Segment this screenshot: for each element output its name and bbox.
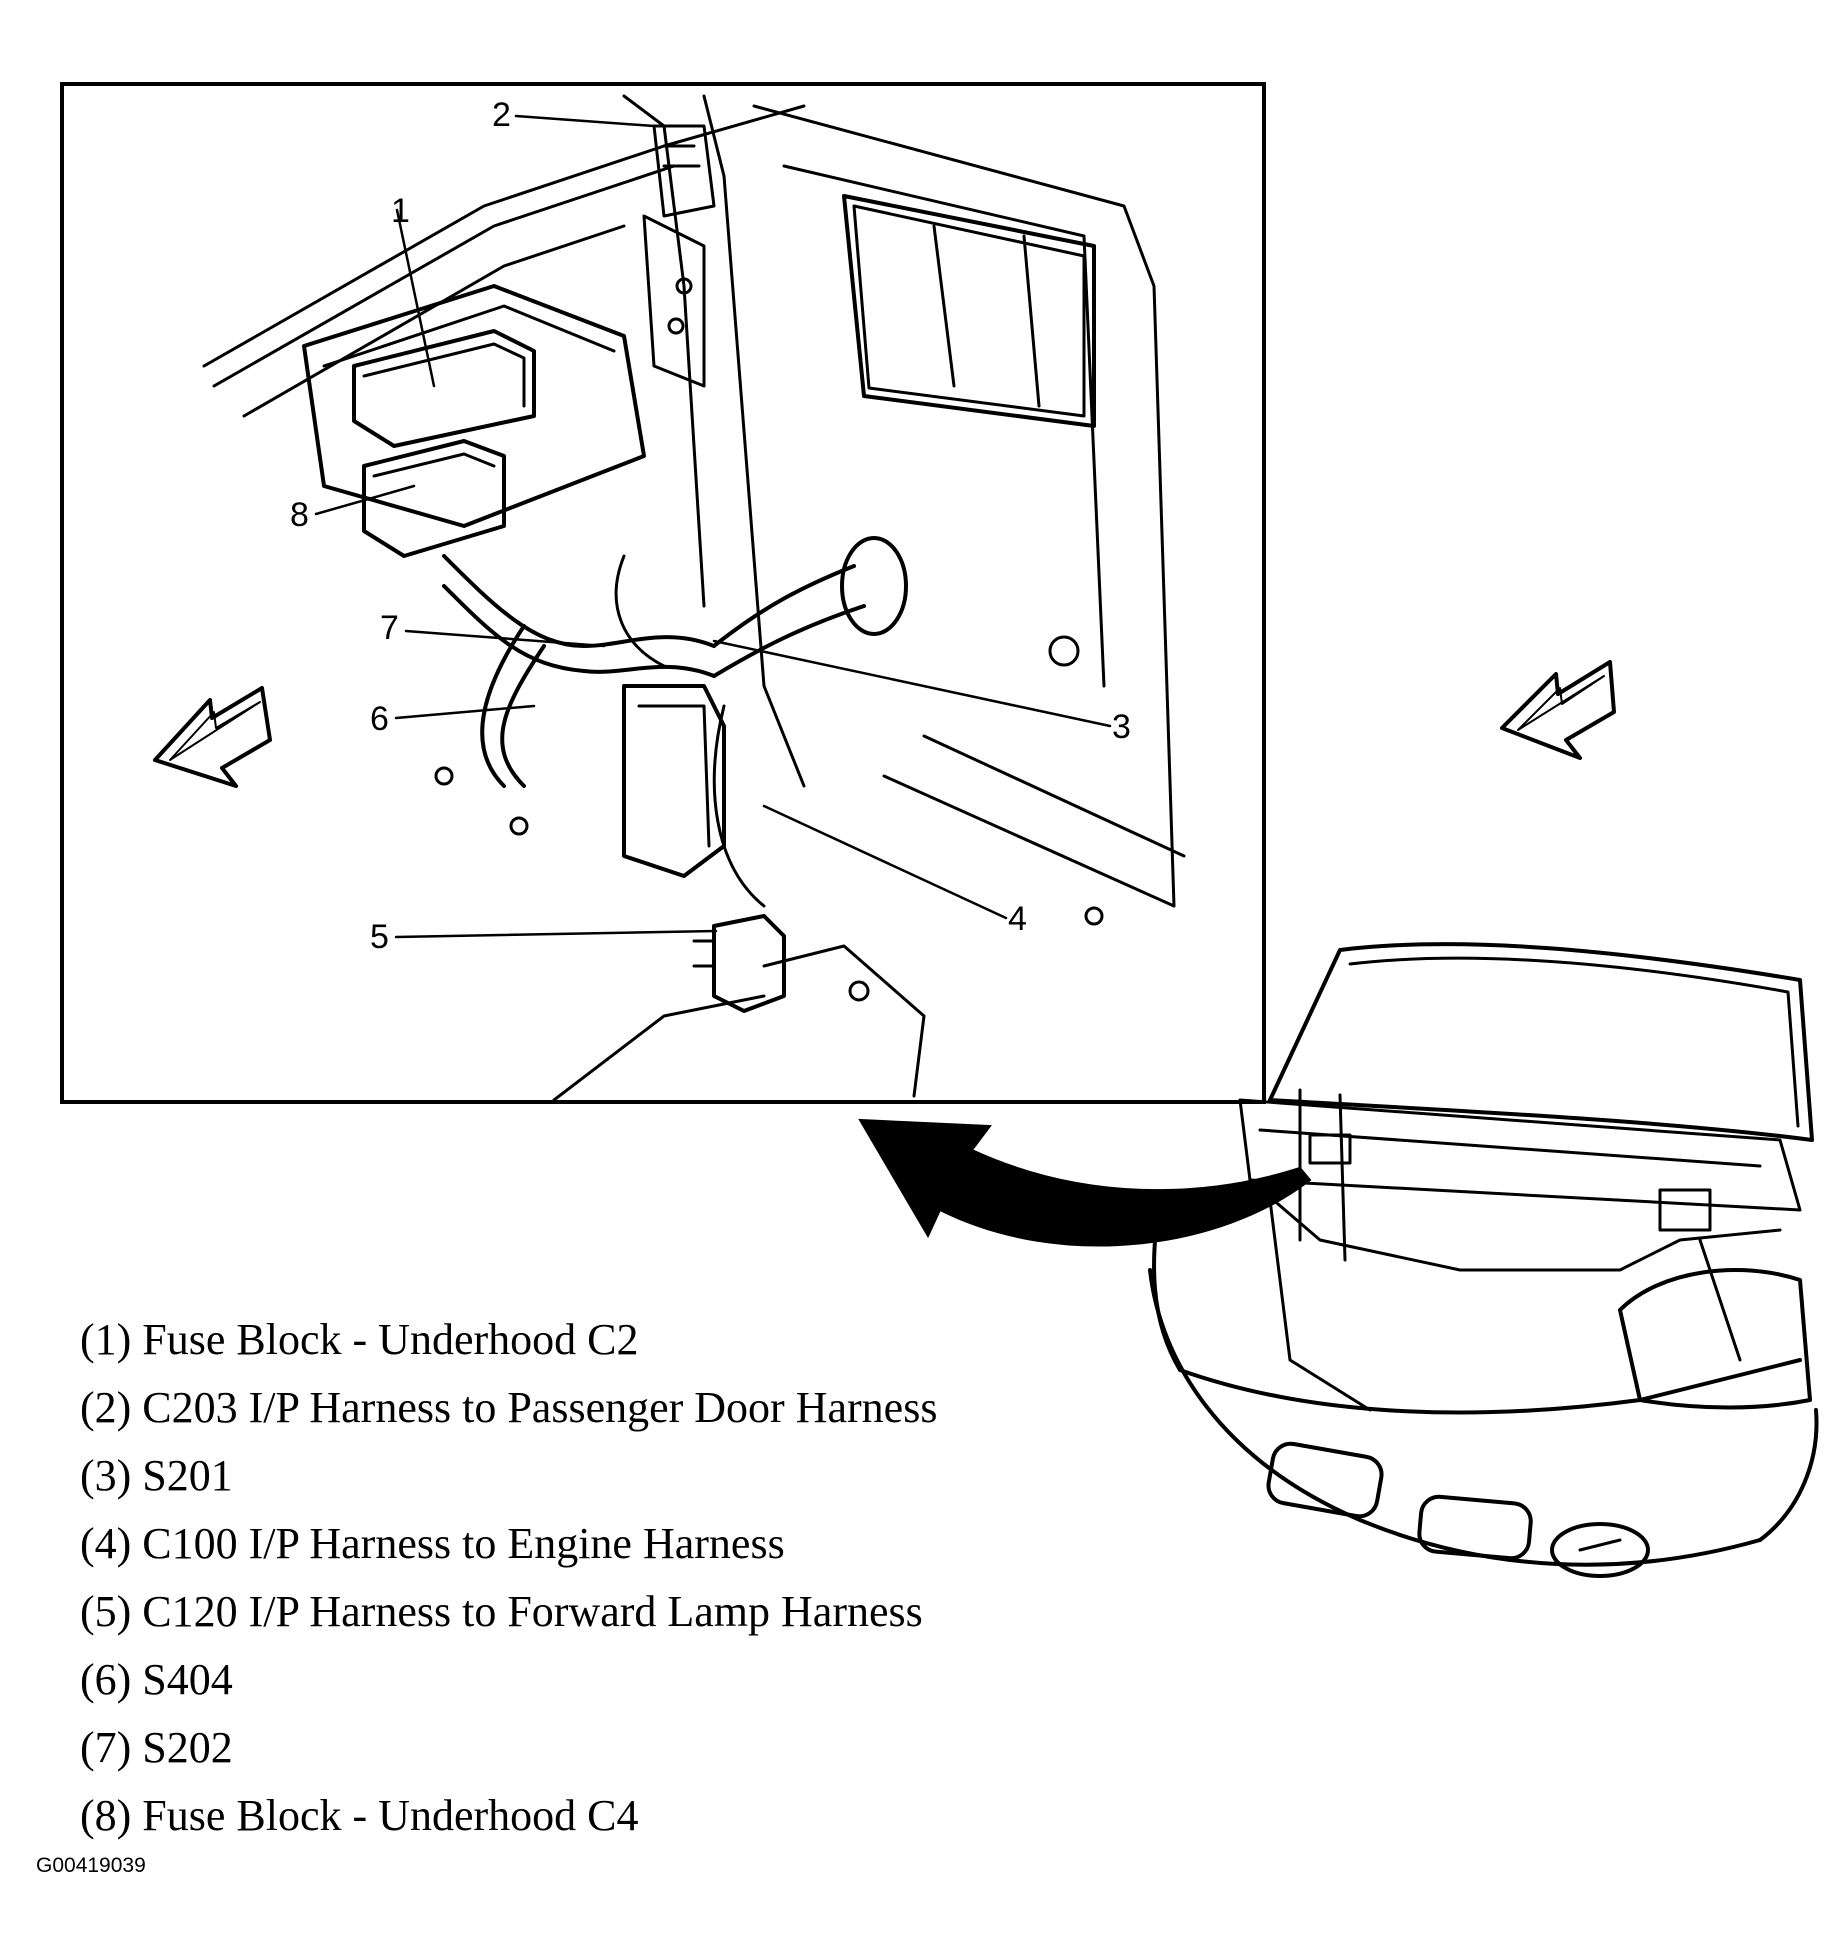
legend-item: (6) S404 [80, 1655, 233, 1704]
detail-view-frame: 1 2 3 4 5 6 7 8 [60, 82, 1266, 1104]
component-detail-illustration [202, 94, 1186, 1100]
legend-item: (5) C120 I/P Harness to Forward Lamp Har… [80, 1587, 923, 1636]
legend-item: (8) Fuse Block - Underhood C4 [80, 1791, 639, 1840]
legend-item: (3) S201 [80, 1451, 233, 1500]
fuse-block-c4 [362, 439, 506, 558]
component-legend: (1) Fuse Block - Underhood C2 (2) C203 I… [80, 1306, 937, 1850]
connector-c100 [622, 684, 726, 878]
callout-7: 7 [380, 609, 399, 647]
legend-item: (2) C203 I/P Harness to Passenger Door H… [80, 1383, 938, 1432]
callout-4: 4 [1008, 900, 1027, 938]
legend-item: (7) S202 [80, 1723, 233, 1772]
callout-2: 2 [492, 96, 511, 134]
callout-6: 6 [370, 700, 389, 738]
callout-3: 3 [1112, 708, 1131, 746]
vehicle-locator-illustration [1148, 942, 1819, 1578]
legend-item: (1) Fuse Block - Underhood C2 [80, 1315, 639, 1364]
callout-8: 8 [290, 496, 309, 534]
direction-arrow-icon [1500, 660, 1616, 760]
legend-item: (4) C100 I/P Harness to Engine Harness [80, 1519, 785, 1568]
callout-5: 5 [370, 918, 389, 956]
connector-c120 [692, 914, 786, 1013]
callout-1: 1 [391, 192, 410, 230]
figure-id: G00419039 [36, 1854, 146, 1877]
